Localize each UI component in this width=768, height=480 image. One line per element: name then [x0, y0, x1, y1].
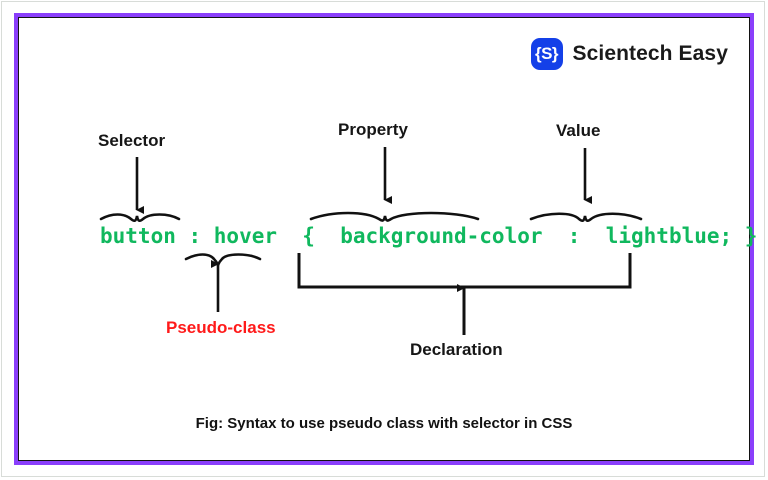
- label-declaration: Declaration: [410, 340, 503, 359]
- purple-frame-border: [14, 13, 754, 465]
- css-code-line: button : hover { background-color : ligh…: [100, 224, 758, 248]
- label-selector: Selector: [98, 131, 166, 150]
- brand-name-text: Scientech Easy: [572, 42, 728, 65]
- brand-logo: {S} Scientech Easy: [530, 38, 729, 70]
- label-value: Value: [556, 121, 601, 140]
- figure-caption: Fig: Syntax to use pseudo class with sel…: [195, 415, 573, 432]
- label-property: Property: [338, 120, 408, 139]
- scientech-s-icon: {S}: [530, 38, 563, 70]
- label-pseudo-class: Pseudo-class: [166, 318, 276, 337]
